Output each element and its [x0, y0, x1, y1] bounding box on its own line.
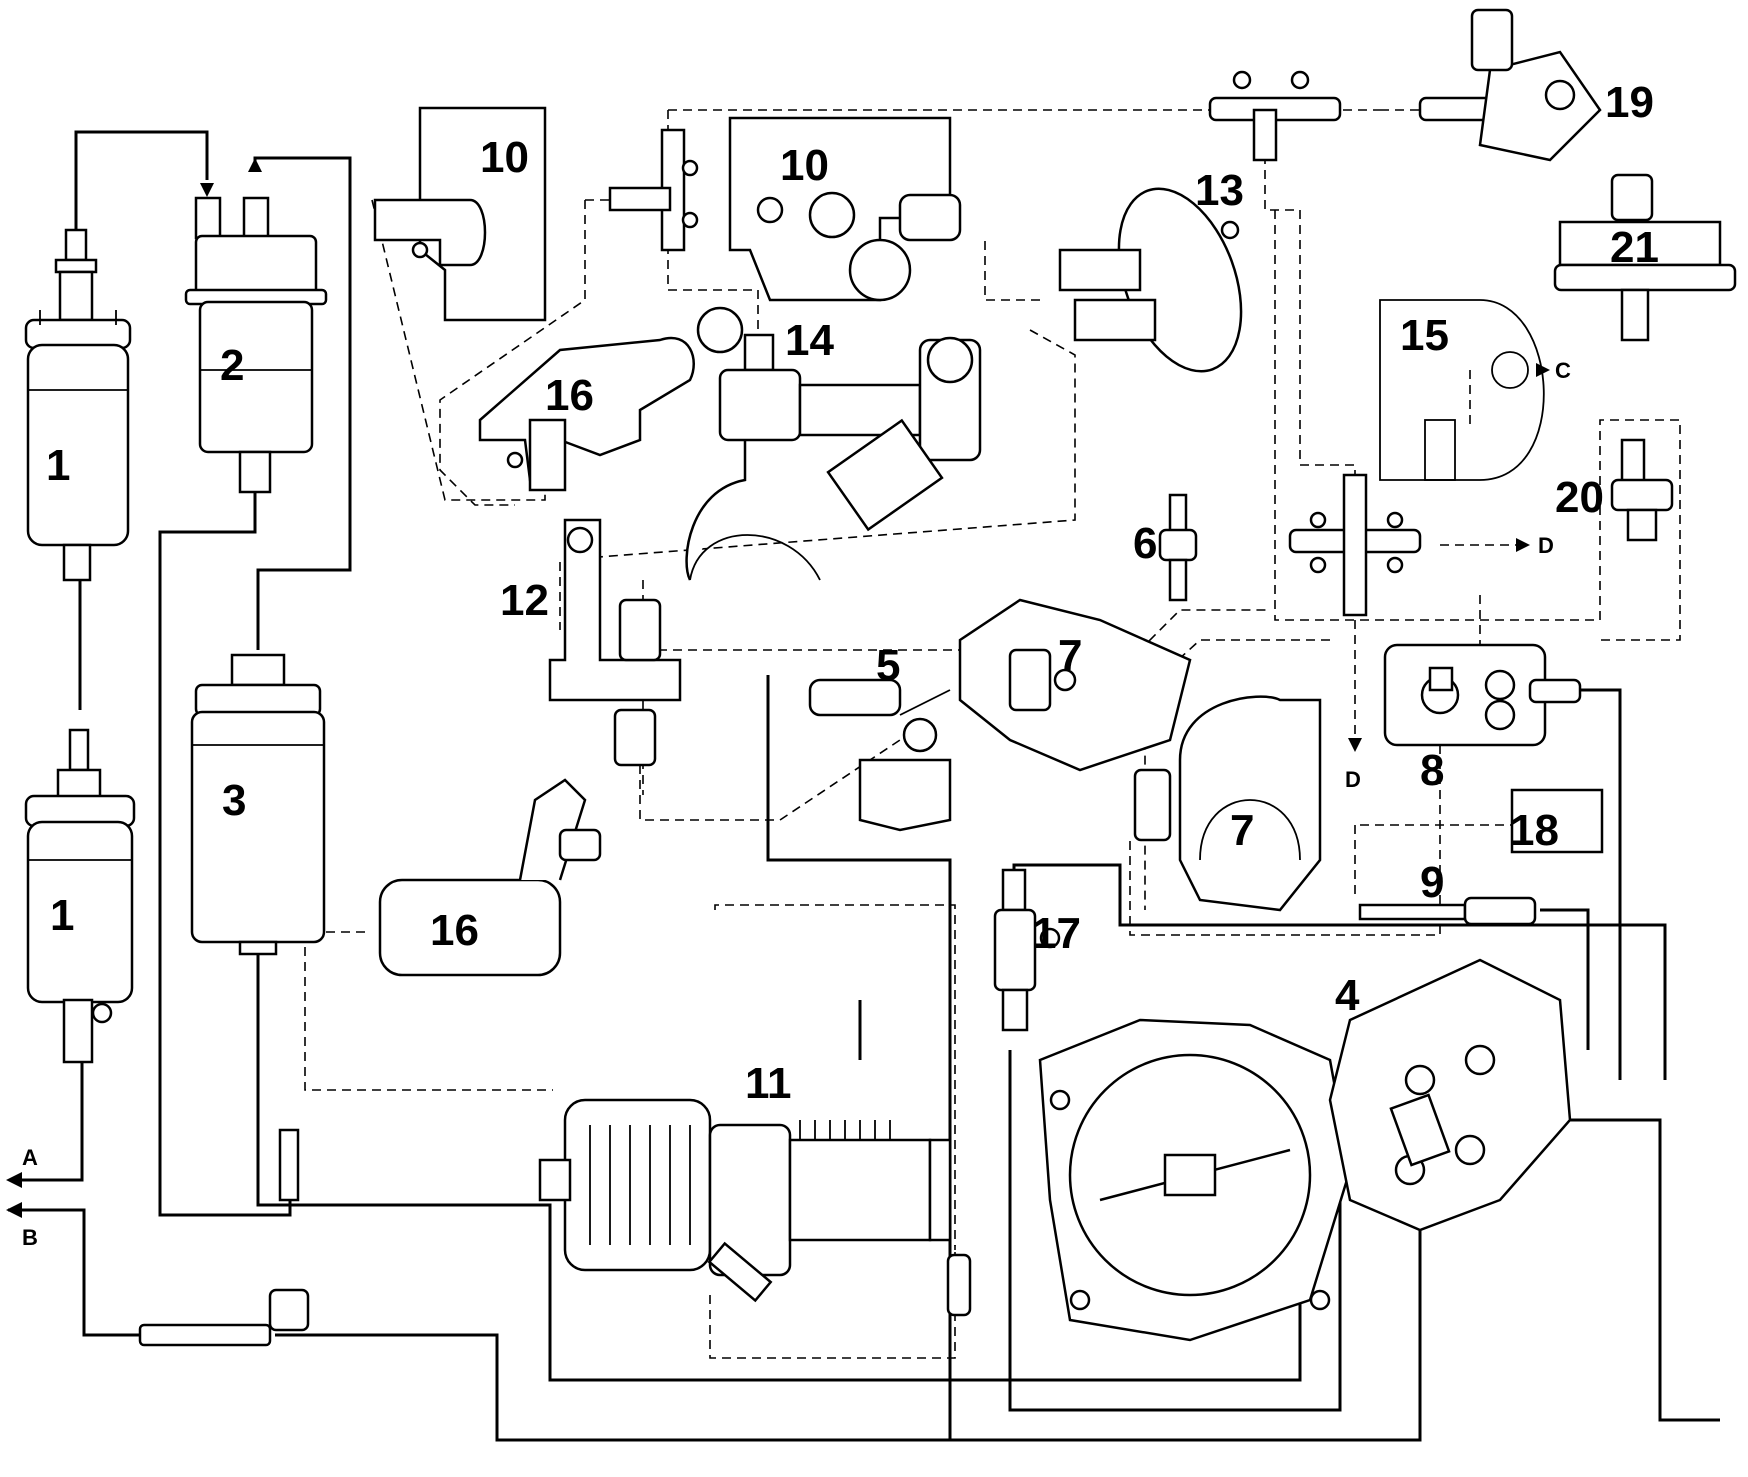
cross-fitting-center	[1288, 473, 1422, 617]
label-7-upper: 7	[1058, 631, 1082, 680]
label-16-upper: 16	[545, 371, 594, 420]
arrow-D-down	[1348, 738, 1362, 752]
component-8	[1383, 643, 1582, 747]
label-3: 3	[222, 776, 246, 825]
label-17: 17	[1032, 909, 1081, 958]
valve-19	[1418, 8, 1602, 162]
part-number-labels: 1 1 2 3 4 5 6 7 7 8 9 10 10 11 12 13 14 …	[46, 78, 1659, 1108]
letter-A: A	[22, 1145, 38, 1170]
arrow-D-right	[1516, 538, 1530, 552]
label-19: 19	[1605, 78, 1654, 127]
arrows	[6, 158, 1550, 1218]
letter-D-down: D	[1345, 767, 1361, 792]
label-12: 12	[500, 576, 549, 625]
label-6: 6	[1133, 519, 1157, 568]
mixture-control-4	[1038, 958, 1572, 1342]
component-9	[1358, 896, 1537, 926]
label-16-lower: 16	[430, 906, 479, 955]
arrow-into-2-left	[200, 183, 214, 197]
label-2: 2	[220, 341, 244, 390]
component-5	[808, 678, 952, 832]
component-21	[1553, 173, 1737, 342]
arrow-out-of-2-right	[248, 158, 262, 172]
accumulator-2	[184, 196, 328, 494]
component-7-upper	[958, 598, 1192, 772]
label-15: 15	[1400, 311, 1449, 360]
component-7-lower	[1133, 695, 1322, 912]
label-9: 9	[1420, 858, 1444, 907]
label-7-lower: 7	[1230, 806, 1254, 855]
letter-labels: A B C D D	[22, 358, 1571, 1250]
label-21: 21	[1610, 223, 1659, 272]
fuel-pump-1-upper	[24, 228, 132, 582]
fuel-filter-3	[190, 653, 326, 956]
letter-D-right: D	[1538, 533, 1554, 558]
arrow-B	[6, 1202, 22, 1218]
component-15	[1379, 299, 1545, 481]
component-12	[548, 518, 682, 767]
label-4: 4	[1335, 971, 1360, 1020]
letter-B: B	[22, 1225, 38, 1250]
arrow-C	[1536, 363, 1550, 377]
throttle-body-14	[685, 333, 982, 581]
tee-fitting-top-right	[1208, 70, 1342, 162]
label-10-left: 10	[480, 133, 529, 182]
label-10-right: 10	[780, 141, 829, 190]
component-10-left	[373, 106, 547, 322]
component-17	[993, 868, 1061, 1032]
label-13: 13	[1195, 166, 1244, 215]
label-20: 20	[1555, 473, 1604, 522]
label-8: 8	[1420, 746, 1444, 795]
component-18	[1510, 788, 1604, 854]
sensor-6	[1158, 493, 1198, 602]
label-5: 5	[876, 641, 900, 690]
fuel-pump-1-lower	[24, 728, 136, 1064]
bracket-16-upper	[478, 306, 744, 492]
label-1-upper: 1	[46, 441, 70, 490]
label-11: 11	[745, 1059, 792, 1108]
component-10-right	[728, 116, 962, 302]
pressure-fitting-bottom	[138, 1128, 310, 1347]
bracket-16-lower	[378, 778, 602, 977]
label-18: 18	[1510, 806, 1559, 855]
sensor-20	[1610, 438, 1674, 542]
tee-fitting-top-left	[608, 128, 699, 252]
arrow-A	[6, 1172, 22, 1188]
regulator-11	[538, 1098, 972, 1317]
component-13	[1058, 187, 1243, 373]
label-1-lower: 1	[50, 891, 74, 940]
label-14: 14	[785, 316, 834, 365]
letter-C: C	[1555, 358, 1571, 383]
